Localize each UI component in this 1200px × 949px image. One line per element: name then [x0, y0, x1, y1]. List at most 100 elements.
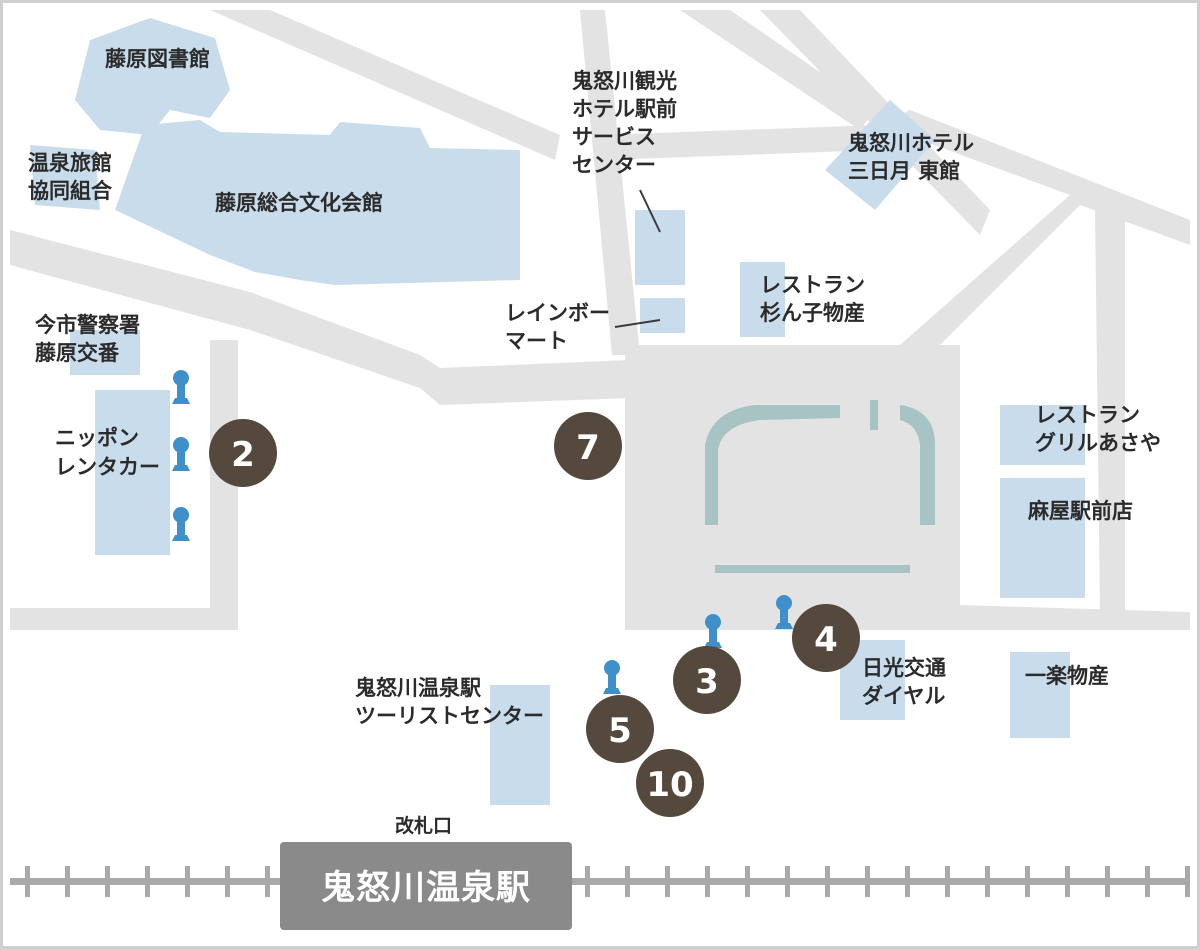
bus-stops [172, 370, 793, 694]
marker-3[interactable]: 3 [673, 646, 741, 714]
bus-stop-icon [603, 660, 621, 694]
label-ticket-gate: 改札口 [395, 814, 452, 837]
label-kanko-hotel-3: サービス [572, 125, 656, 149]
road-bottom-left [10, 608, 210, 630]
bus-stop-icon [172, 507, 190, 541]
building-hotel-mikazuki [825, 100, 935, 210]
road-stub [1060, 60, 1190, 70]
building-restaurant-grill [1000, 405, 1085, 465]
leader-rainbow-mart [614, 319, 661, 328]
roads [10, 10, 1190, 630]
label-restaurant-grill-1: レストラン [1035, 403, 1140, 427]
rail-tie [945, 866, 950, 897]
bus-stop-markers: 2 7 4 3 5 10 [209, 412, 860, 817]
station-plaza [625, 345, 960, 630]
label-nippon-rentacar-1: ニッポン [55, 426, 139, 450]
label-kanko-hotel-4: センター [572, 153, 656, 177]
label-hotel-mikazuki-1: 鬼怒川ホテル [848, 131, 974, 155]
label-ichiraku-bussan: 一楽物産 [1025, 664, 1109, 688]
rail-tie [25, 866, 30, 897]
label-nippon-rentacar-2: レンタカー [55, 455, 160, 479]
rail-tie [745, 866, 750, 897]
rail-tie [625, 866, 630, 897]
building-restaurant-sugi [740, 262, 785, 337]
rail-tie [65, 866, 70, 897]
place-labels: 藤原図書館 温泉旅館 協同組合 藤原総合文化会館 鬼怒川観光 ホテル駅前 サービ… [28, 47, 1161, 837]
svg-text:3: 3 [695, 662, 719, 702]
road-west-vertical [210, 340, 238, 630]
label-tourist-center-1: 鬼怒川温泉駅 [355, 676, 482, 700]
rail-tie [105, 866, 110, 897]
label-restaurant-sugi-2: 杉ん子物産 [760, 301, 865, 325]
building-rainbow-mart [640, 298, 685, 333]
rail-line [10, 878, 1190, 885]
road-north-cross [600, 125, 880, 160]
label-onsen-ryokan-2: 協同組合 [28, 179, 113, 203]
road-bottom-right [960, 605, 1190, 630]
label-culture-hall: 藤原総合文化会館 [214, 191, 383, 215]
label-restaurant-sugi-1: レストラン [760, 273, 865, 297]
rotary-post [870, 400, 878, 430]
label-police-box-2: 藤原交番 [34, 341, 120, 365]
buildings [30, 18, 1085, 805]
building-asaya-ekimae [1000, 478, 1085, 598]
road-east-diagonal [880, 110, 1190, 365]
rail-tie [1105, 866, 1110, 897]
building-nippon-rentacar [95, 390, 170, 555]
label-restaurant-grill-2: グリルあさや [1035, 431, 1161, 455]
rail-tie [705, 866, 710, 897]
label-fujiwara-library: 藤原図書館 [104, 47, 210, 71]
road-north-diagonal [210, 10, 560, 160]
label-hotel-mikazuki-2: 三日月 東館 [848, 159, 960, 183]
building-tourist-center [490, 685, 550, 805]
leader-kanko-hotel [639, 189, 661, 233]
bus-stop-icon [172, 370, 190, 404]
road-north-vertical [580, 10, 640, 355]
label-onsen-ryokan-1: 温泉旅館 [28, 151, 112, 175]
marker-4[interactable]: 4 [792, 604, 860, 672]
bus-stop-icon [172, 437, 190, 471]
label-kanko-hotel-1: 鬼怒川観光 [572, 69, 677, 93]
rotary-right-arc [900, 405, 935, 525]
rail-tie [825, 866, 830, 897]
marker-2[interactable]: 2 [209, 419, 277, 487]
svg-text:2: 2 [231, 435, 255, 475]
svg-text:4: 4 [814, 620, 838, 660]
label-rainbow-mart-1: レインボー [505, 301, 610, 325]
building-fujiwara-library [75, 18, 230, 135]
label-tourist-center-2: ツーリストセンター [355, 704, 544, 728]
label-kanko-hotel-2: ホテル駅前 [572, 97, 677, 121]
railway: 鬼怒川温泉駅 [10, 842, 1190, 930]
rotary-left-arc [705, 405, 840, 525]
svg-text:5: 5 [608, 711, 632, 751]
label-asaya-ekimae: 麻屋駅前店 [1027, 499, 1133, 523]
marker-10[interactable]: 10 [636, 749, 704, 817]
rail-tie [265, 866, 270, 897]
marker-5[interactable]: 5 [586, 695, 654, 763]
station-building [280, 842, 572, 930]
leader-lines [614, 189, 661, 328]
rail-tie [1025, 866, 1030, 897]
label-rainbow-mart-2: マート [505, 329, 568, 353]
road-east-edge [930, 345, 960, 630]
label-police-box-1: 今市警察署 [35, 313, 140, 337]
rail-tie [905, 866, 910, 897]
svg-text:10: 10 [646, 765, 693, 805]
rail-tie [985, 866, 990, 897]
rail-tie [585, 866, 590, 897]
building-kanko-hotel-service [635, 210, 685, 285]
rail-tie [145, 866, 150, 897]
label-nikko-kotsu-2: ダイヤル [862, 684, 945, 708]
bus-stop-icon [775, 595, 793, 629]
road-main-west [10, 230, 630, 405]
rail-ties [25, 866, 1190, 897]
rail-tie [1065, 866, 1070, 897]
svg-text:7: 7 [576, 428, 600, 468]
bus-rotary [705, 400, 935, 573]
marker-7[interactable]: 7 [554, 412, 622, 480]
building-police-box [70, 330, 140, 375]
rail-tie [865, 866, 870, 897]
rail-tie [665, 866, 670, 897]
